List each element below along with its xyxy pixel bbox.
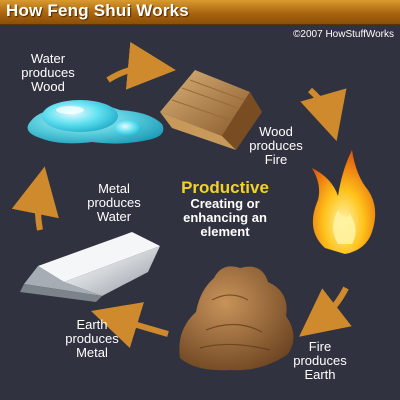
center-title: Productive [181, 178, 269, 197]
label-water-produces-wood: Water produces Wood [21, 51, 75, 94]
header-bar: How Feng Shui Works [0, 0, 400, 25]
metal-icon [20, 232, 160, 302]
arrow-wood-to-fire [300, 87, 347, 142]
arrow-water-to-wood [106, 41, 176, 90]
label-fire-produces-earth: Fire produces Earth [293, 339, 347, 382]
arrow-earth-to-metal [91, 302, 169, 348]
water-icon [27, 100, 164, 144]
label-earth-produces-metal: Earth produces Metal [65, 317, 119, 360]
page-title: How Feng Shui Works [6, 1, 189, 20]
arrow-metal-to-water [11, 166, 59, 231]
label-metal-produces-water: Metal produces Water [87, 181, 141, 224]
wood-icon [160, 70, 262, 150]
copyright-text: ©2007 HowStuffWorks [293, 29, 394, 40]
label-wood-produces-fire: Wood produces Fire [249, 124, 303, 167]
center-subtitle: Creating or enhancing an element [183, 196, 267, 239]
fire-icon [312, 150, 376, 254]
arrow-fire-to-earth [299, 286, 352, 337]
earth-icon [179, 266, 294, 371]
